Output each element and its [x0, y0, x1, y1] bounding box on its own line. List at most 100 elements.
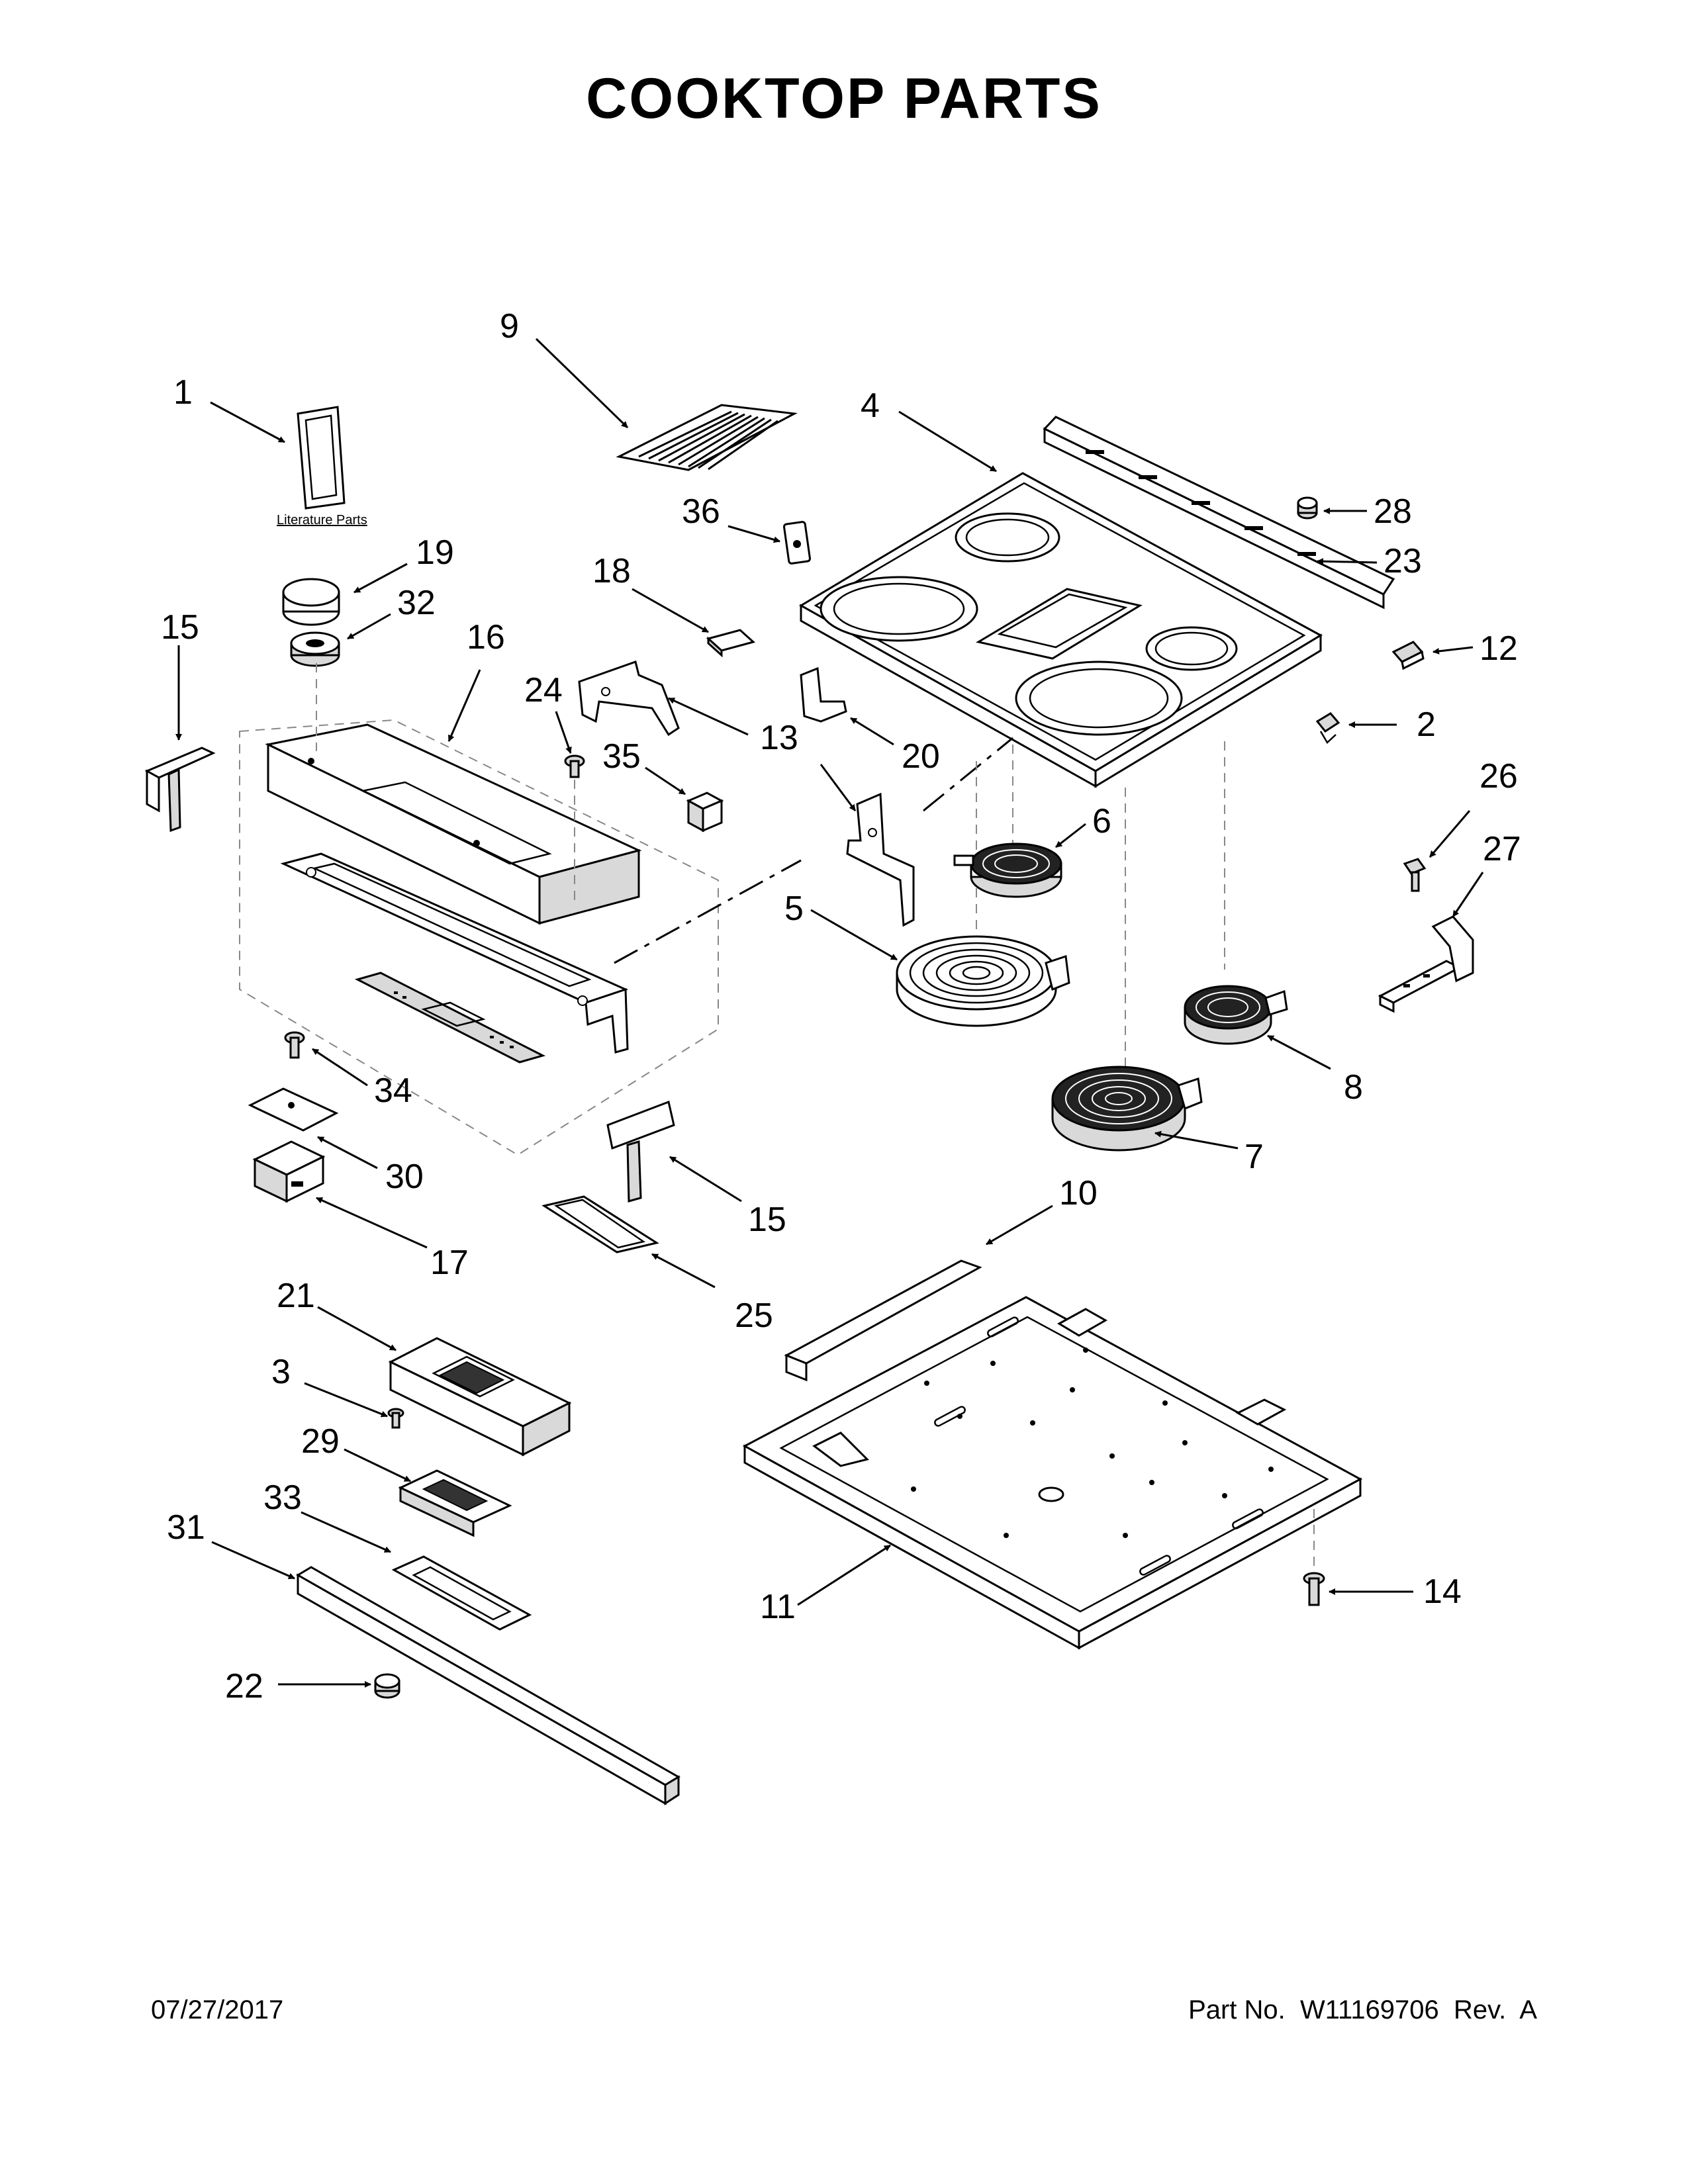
callout-18: 18 — [592, 552, 631, 590]
leader-35 — [645, 766, 686, 796]
callout-2: 2 — [1417, 705, 1436, 744]
leader-8 — [1267, 1034, 1331, 1070]
callout-11: 11 — [760, 1588, 796, 1626]
leader-30 — [317, 1136, 378, 1169]
touch-display-board-part — [354, 972, 546, 1064]
callout-22: 22 — [225, 1667, 263, 1706]
callout-31: 31 — [167, 1508, 205, 1547]
leader-16 — [447, 669, 481, 742]
switch-17-part — [252, 1140, 326, 1203]
revision-date: 07/27/2017 — [151, 1995, 284, 2025]
leader-36 — [727, 525, 780, 543]
leader-13a — [668, 697, 749, 736]
leader-19 — [353, 563, 408, 594]
rear-strip-10-part — [784, 1259, 982, 1382]
leader-21 — [317, 1306, 397, 1351]
cooktop-glass-part — [799, 472, 1323, 788]
leader-29 — [344, 1448, 411, 1482]
leader-20 — [850, 717, 894, 746]
base-pan-11-part — [742, 1296, 1363, 1650]
callout-4: 4 — [861, 387, 880, 425]
bracket-20-part — [800, 666, 847, 723]
leader-15b — [669, 1156, 742, 1203]
callout-5: 5 — [784, 889, 804, 928]
callout-27: 27 — [1483, 830, 1521, 868]
callout-8: 8 — [1344, 1068, 1363, 1107]
end-cap-15b-part — [606, 1100, 675, 1203]
vent-grille-part — [616, 404, 798, 471]
leader-1 — [210, 401, 285, 443]
callout-36: 36 — [682, 492, 720, 531]
leader-34 — [312, 1048, 368, 1087]
clip-18-part — [706, 629, 756, 658]
callout-23: 23 — [1383, 542, 1422, 580]
callout-32: 32 — [397, 584, 436, 622]
callout-10: 10 — [1059, 1174, 1098, 1212]
part-number: Part No. W11169706 Rev. A — [1188, 1995, 1537, 2025]
leader-11 — [797, 1544, 891, 1606]
literature-parts-label: Literature Parts — [277, 513, 367, 527]
callout-33: 33 — [263, 1479, 302, 1517]
knob-19-part — [282, 578, 340, 626]
callout-26: 26 — [1479, 757, 1518, 796]
callout-14: 14 — [1423, 1572, 1462, 1611]
surface-element-5-part — [896, 935, 1070, 1027]
surface-element-6-part — [953, 842, 1062, 898]
shield-33-part — [391, 1555, 532, 1631]
leader-10 — [986, 1205, 1053, 1246]
surface-element-8-part — [1184, 985, 1288, 1045]
callout-12: 12 — [1479, 629, 1518, 668]
clip-12-part — [1391, 641, 1425, 670]
callout-19: 19 — [416, 533, 454, 572]
callout-25: 25 — [735, 1297, 773, 1335]
leader-6 — [1055, 823, 1086, 848]
callout-30: 30 — [385, 1158, 424, 1196]
leader-5 — [810, 909, 898, 961]
leader-3 — [304, 1382, 388, 1418]
callout-16: 16 — [467, 618, 505, 657]
leader-23 — [1317, 558, 1378, 565]
side-bracket-13b-part — [846, 792, 915, 927]
surface-element-7-part — [1051, 1066, 1203, 1152]
callout-29: 29 — [301, 1422, 340, 1461]
grommet-28-part — [1297, 496, 1318, 520]
leader-9 — [535, 338, 629, 429]
callout-20: 20 — [902, 737, 940, 776]
callout-9: 9 — [500, 307, 519, 345]
control-board-21-part — [388, 1337, 572, 1457]
page-title: COOKTOP PARTS — [586, 67, 1102, 130]
callout-6: 6 — [1092, 802, 1111, 841]
callout-34: 34 — [374, 1071, 412, 1110]
clip-36-part — [782, 521, 812, 565]
callout-15b: 15 — [748, 1201, 786, 1239]
assembly-axis-bracket — [923, 737, 1013, 812]
screw-26-part — [1403, 858, 1427, 892]
callout-3: 3 — [271, 1353, 291, 1391]
leader-18 — [632, 588, 709, 633]
callout-28: 28 — [1374, 492, 1412, 531]
callout-15a: 15 — [161, 608, 199, 647]
screw-3-part — [387, 1408, 404, 1429]
clip-22-part — [374, 1673, 400, 1699]
bracket-27-part — [1378, 915, 1474, 1013]
leader-27 — [1452, 872, 1484, 917]
screw-14-part — [1303, 1572, 1325, 1606]
rear-trim-part — [1043, 416, 1395, 610]
callout-35: 35 — [602, 737, 641, 776]
leader-12 — [1432, 646, 1474, 655]
screw-34-part — [284, 1031, 305, 1059]
leader-32 — [347, 613, 391, 640]
knob-base-32-part — [290, 631, 340, 667]
callout-1: 1 — [173, 373, 193, 412]
leader-17 — [316, 1197, 428, 1249]
screw-24-part — [564, 754, 585, 778]
control-panel-16-part — [265, 723, 642, 925]
assembly-axis-control — [614, 859, 802, 964]
callout-13: 13 — [760, 719, 798, 757]
leader-13b — [820, 764, 857, 811]
callout-21: 21 — [277, 1277, 315, 1315]
gasket-25-part — [541, 1195, 659, 1253]
relay-35-part — [686, 792, 724, 833]
leader-4 — [898, 410, 997, 473]
